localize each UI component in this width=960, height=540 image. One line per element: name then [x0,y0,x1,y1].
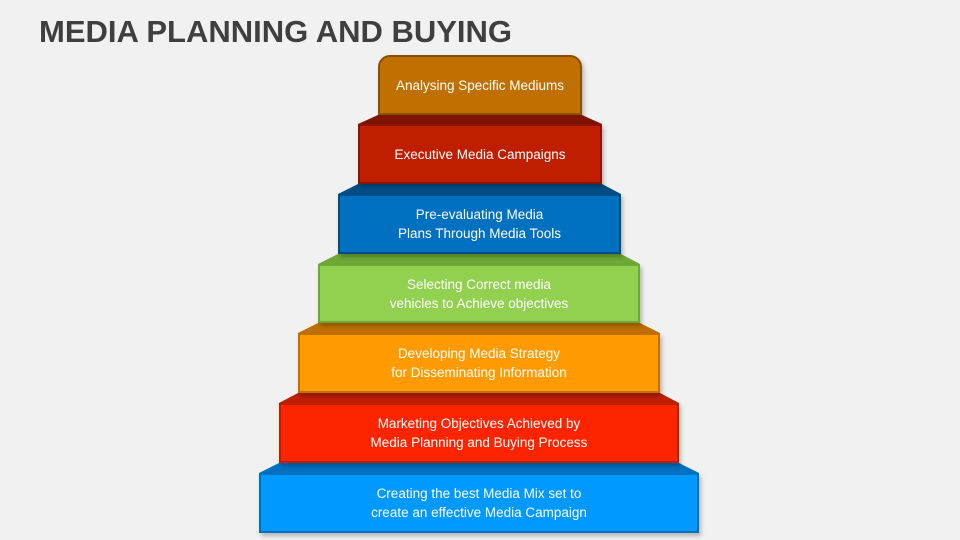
step-3: Pre-evaluating Media Plans Through Media… [338,194,621,254]
step-7-label: Creating the best Media Mix set to creat… [371,486,587,520]
step-4-label: Selecting Correct media vehicles to Achi… [389,276,569,311]
step-2: Executive Media Campaigns [358,124,602,184]
page-title: MEDIA PLANNING AND BUYING [39,14,513,49]
step-6-label: Marketing Objectives Achieved by Media P… [370,416,588,450]
step-5-label: Developing Media Strategy for Disseminat… [391,346,567,380]
step-1: Analysing Specific Mediums [378,55,582,115]
step-1-label: Analysing Specific Mediums [395,77,565,93]
step-7: Creating the best Media Mix set to creat… [259,473,699,533]
step-4: Selecting Correct media vehicles to Achi… [318,264,640,323]
step-5: Developing Media Strategy for Disseminat… [298,333,660,393]
step-2-label: Executive Media Campaigns [394,146,566,162]
step-3-label: Pre-evaluating Media Plans Through Media… [397,207,562,241]
step-6: Marketing Objectives Achieved by Media P… [279,403,679,463]
